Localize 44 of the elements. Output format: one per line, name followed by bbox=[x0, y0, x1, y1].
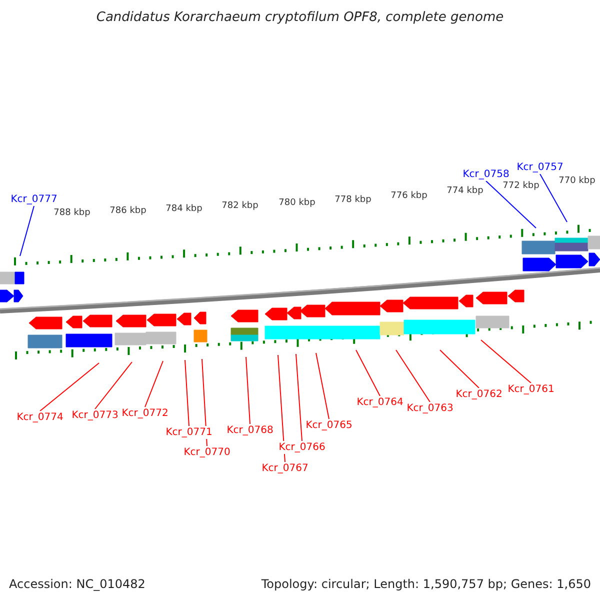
leader-line bbox=[20, 206, 34, 256]
leader-line bbox=[144, 360, 164, 408]
leader-line bbox=[396, 350, 430, 402]
scale-label: 770 kbp bbox=[558, 176, 596, 187]
gene-label: Kcr_0757 bbox=[516, 161, 564, 174]
gene-label: Kcr_0768 bbox=[226, 424, 274, 437]
scale-label: 772 kbp bbox=[502, 181, 540, 192]
leader-line bbox=[486, 180, 536, 228]
scale-label: 782 kbp bbox=[222, 201, 258, 212]
leader-line bbox=[278, 354, 286, 462]
leader-line bbox=[246, 356, 250, 424]
leader-line bbox=[184, 360, 190, 426]
gene-label: Kcr_0777 bbox=[10, 193, 58, 206]
gene-label: Kcr_0772 bbox=[122, 407, 168, 420]
scale-label: 786 kbp bbox=[110, 206, 146, 217]
scale-label: 788 kbp bbox=[54, 208, 90, 219]
gene-label: Kcr_0770 bbox=[184, 446, 230, 459]
gene-label: Kcr_0771 bbox=[166, 426, 212, 439]
gene-label: Kcr_0767 bbox=[262, 462, 308, 475]
scale-label: 774 kbp bbox=[446, 186, 484, 197]
scale-label: 776 kbp bbox=[390, 191, 428, 202]
gene-label: Kcr_0758 bbox=[462, 168, 510, 181]
gene-label: Kcr_0764 bbox=[356, 396, 404, 409]
genome-info-note: Topology: circular; Length: 1,590,757 bp; Genes: 1,650 bbox=[261, 576, 591, 593]
scale-label: 778 kbp bbox=[334, 195, 372, 206]
leader-line bbox=[440, 350, 480, 388]
gene-label: Kcr_0773 bbox=[72, 409, 118, 422]
leader-line bbox=[296, 354, 302, 442]
leader-line bbox=[316, 352, 330, 420]
leader-line bbox=[480, 340, 532, 384]
accession-note: Accession: NC_010482 bbox=[9, 576, 146, 593]
gene-label: Kcr_0761 bbox=[508, 383, 554, 396]
gene-label: Kcr_0765 bbox=[306, 419, 352, 432]
leader-line bbox=[40, 362, 100, 412]
scale-label: 784 kbp bbox=[166, 204, 202, 215]
gene-label: Kcr_0762 bbox=[456, 388, 502, 401]
gene-label: Kcr_0766 bbox=[278, 441, 326, 454]
gene-label: Kcr_0774 bbox=[16, 411, 64, 424]
leader-line bbox=[94, 362, 132, 410]
scale-label: 780 kbp bbox=[278, 198, 316, 209]
diagram-title: Candidatus Korarchaeum cryptofilum OPF8, complete genome bbox=[95, 9, 505, 27]
leader-line bbox=[540, 174, 568, 222]
gene-label: Kcr_0763 bbox=[406, 402, 454, 415]
leader-line bbox=[356, 350, 380, 396]
